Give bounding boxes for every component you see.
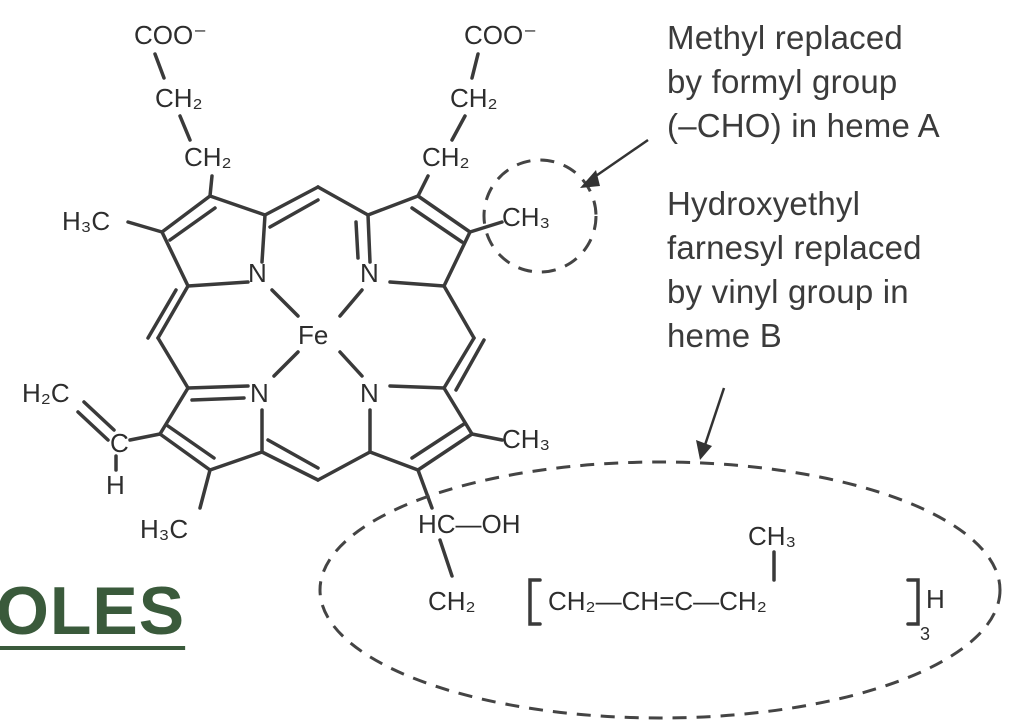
farnesyl-highlight-ellipse <box>318 460 1002 720</box>
chain-repeat-count: 3 <box>920 624 930 644</box>
chain-ch2-label: CH₂ <box>428 586 476 616</box>
fe-label: Fe <box>298 320 328 350</box>
annotation-heme-a-line-3: (–CHO) in heme A <box>667 107 940 144</box>
chain-h-label: H <box>926 584 945 614</box>
substituents: H₃C CH₃ H₂C C H CH₃ H₃C <box>22 202 550 544</box>
annotation-heme-b-line-2: farnesyl replaced <box>667 229 922 266</box>
vinyl-h-label: H <box>106 470 125 500</box>
n-upper-right-label: N <box>360 258 379 288</box>
annotation-arrow-heme-b <box>696 387 726 460</box>
annotation-heme-b-line-4: heme B <box>667 317 782 354</box>
n-lower-right-label: N <box>360 378 379 408</box>
ch2-right-2-label: CH₂ <box>422 142 470 172</box>
porphyrin-ring <box>146 185 486 482</box>
ch2-right-1-label: CH₂ <box>450 83 498 113</box>
annotation-heme-b: Hydroxyethyl farnesyl replaced by vinyl … <box>667 182 1007 358</box>
iron-center: N N N N Fe <box>248 258 379 408</box>
h2c-vinyl-label: H₂C <box>22 378 70 408</box>
propionate-left: COO⁻ CH₂ CH₂ <box>134 20 232 198</box>
n-lower-left-label: N <box>250 378 269 408</box>
annotation-heme-a: Methyl replaced by formyl group (–CHO) i… <box>667 16 1017 148</box>
vinyl-c-label: C <box>110 428 129 458</box>
methyl-highlight-circle <box>482 158 598 274</box>
annotation-heme-a-line-1: Methyl replaced <box>667 19 903 56</box>
farnesyl-chain: HC—OH CH₂ CH₂—CH=C—CH₂ H 3 CH₃ <box>416 468 945 644</box>
chain-repeat-label: CH₂—CH=C—CH₂ <box>548 586 767 616</box>
h3c-upper-label: H₃C <box>62 206 110 236</box>
annotation-arrow-heme-a <box>580 138 649 188</box>
n-upper-left-label: N <box>248 258 267 288</box>
annotation-heme-b-line-3: by vinyl group in <box>667 273 909 310</box>
ch3-formyl-site-label: CH₃ <box>502 202 550 232</box>
slide-title-fragment: OLES <box>0 573 186 649</box>
ch2-left-2-label: CH₂ <box>184 142 232 172</box>
propionate-right: COO⁻ CH₂ CH₂ <box>416 20 537 198</box>
chain-ch3-label: CH₃ <box>748 521 796 551</box>
ch2-left-1-label: CH₂ <box>155 83 203 113</box>
ch3-lower-right-label: CH₃ <box>502 424 550 454</box>
coo-left-label: COO⁻ <box>134 20 207 50</box>
h3c-lower-label: H₃C <box>140 514 188 544</box>
coo-right-label: COO⁻ <box>464 20 537 50</box>
annotation-heme-b-line-1: Hydroxyethyl <box>667 185 861 222</box>
annotation-heme-a-line-2: by formyl group <box>667 63 898 100</box>
hc-oh-label: HC—OH <box>418 509 521 539</box>
